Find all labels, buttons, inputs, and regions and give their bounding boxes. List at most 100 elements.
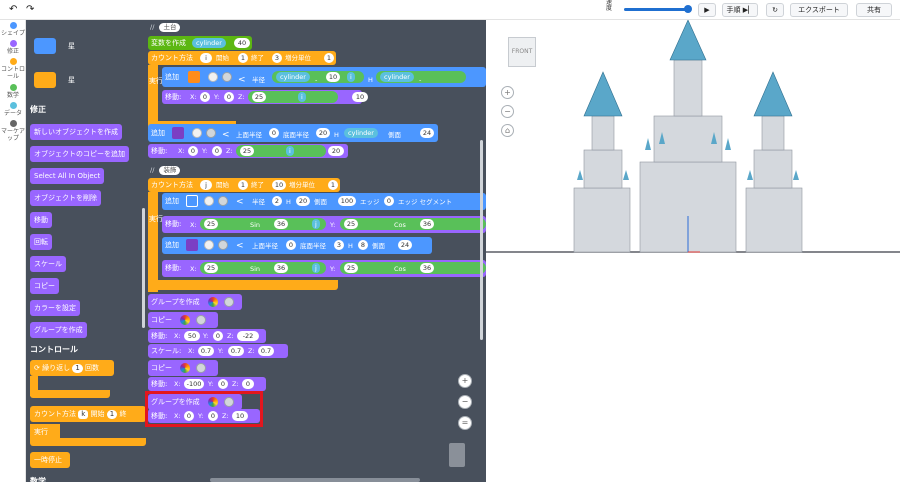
3d-viewport[interactable] xyxy=(486,19,900,482)
zoom-reset-icon[interactable]: = xyxy=(458,416,472,430)
redo-icon[interactable]: ↷ xyxy=(26,4,35,15)
tube-radius[interactable]: 2 xyxy=(272,196,282,206)
move3-x[interactable]: 25 xyxy=(204,219,218,229)
play-button[interactable]: ▶ xyxy=(698,3,716,17)
collapse-chevron-icon-2[interactable]: < xyxy=(222,130,230,140)
category-control[interactable]: コントロール xyxy=(0,58,26,80)
count-loop-2[interactable]: カウント方法 j 開始 1 終了 10 増分単位 1 xyxy=(148,178,340,192)
move-block-7[interactable]: 移動: X: 0 Y: 0 Z: 10 xyxy=(148,409,260,423)
color-picker-icon[interactable] xyxy=(192,128,202,138)
cone-bottom[interactable]: 20 xyxy=(316,128,330,138)
palette-block-add-copy[interactable]: オブジェクトのコピーを追加 xyxy=(30,146,129,162)
move7-z[interactable]: 10 xyxy=(232,411,248,421)
viewport-zoom-out-icon[interactable]: − xyxy=(501,105,514,118)
palette-block-create-group[interactable]: グループを作成 xyxy=(30,322,87,338)
move2-z[interactable]: 25 xyxy=(240,146,254,156)
palette-block-select-all[interactable]: Select All In Object xyxy=(30,168,105,184)
palette-block-new-object[interactable]: 新しいオブジェクトを作成 xyxy=(30,124,122,140)
move-block-3[interactable]: 移動: X: 25 Sin 36 j Y: 25 Cos 36 xyxy=(162,216,486,233)
move1-tail[interactable]: 10 xyxy=(352,92,368,102)
add-cylinder-block[interactable]: 追加 < 半径 cylinder - 10 i H cylinder - xyxy=(162,67,486,87)
create-group-block-2[interactable]: グループを作成 xyxy=(148,394,242,410)
material-disc-icon[interactable] xyxy=(222,72,232,82)
move2-z-expression[interactable] xyxy=(236,145,326,157)
move7-x[interactable]: 0 xyxy=(184,411,194,421)
palette-block-move[interactable]: 移動 xyxy=(30,212,52,228)
add-tube-block[interactable]: 追加 < 半径 2 H 20 側面 100 エッジ 0 エッジ セグメント xyxy=(162,193,486,210)
radius-i-var[interactable]: i xyxy=(347,72,355,82)
move7-y[interactable]: 0 xyxy=(208,411,218,421)
move4-x-expression[interactable] xyxy=(200,262,326,274)
move3-y-expression[interactable] xyxy=(340,218,486,230)
move-block-1[interactable]: 移動: X: 0 Y: 0 Z: 25 i 10 xyxy=(162,90,368,104)
loop1-start[interactable]: 1 xyxy=(238,53,248,63)
palette-block-repeat[interactable]: ⟳ 繰り返し 1 回数 xyxy=(30,360,114,376)
radius-minus-op[interactable]: - xyxy=(315,76,318,84)
scale-block[interactable]: スケール: X: 0.7 Y: 0.7 Z: 0.7 xyxy=(148,344,288,358)
category-math[interactable]: 数学 xyxy=(0,84,26,99)
loop2-start[interactable]: 1 xyxy=(238,180,248,190)
create-variable-block[interactable]: 変数を作成 cylinder 40 xyxy=(148,36,252,50)
tube-sides[interactable]: 100 xyxy=(338,196,356,206)
move3-cos-deg[interactable]: 36 xyxy=(420,219,434,229)
speed-slider[interactable] xyxy=(624,8,690,11)
repeat-count[interactable]: 1 xyxy=(72,364,83,373)
category-shapes[interactable]: シェイプ xyxy=(0,22,26,37)
viewport-zoom-in-icon[interactable]: + xyxy=(501,86,514,99)
share-button[interactable]: 共有 xyxy=(856,3,892,17)
move5-y[interactable]: 0 xyxy=(213,331,223,341)
cylinder-shape-icon[interactable] xyxy=(188,71,200,83)
create-group-block-1[interactable]: グループを作成 xyxy=(148,294,242,310)
move1-i-var[interactable]: i xyxy=(298,92,306,102)
move4-x[interactable]: 25 xyxy=(204,263,218,273)
scale-z[interactable]: 0.7 xyxy=(258,346,274,356)
move1-z[interactable]: 25 xyxy=(252,92,266,102)
loop2-var[interactable]: j xyxy=(200,180,212,190)
cone-top[interactable]: 0 xyxy=(269,128,279,138)
move2-x[interactable]: 0 xyxy=(188,146,198,156)
edge-value[interactable]: 0 xyxy=(384,196,394,206)
star-shape-block[interactable] xyxy=(34,38,56,54)
workspace-horizontal-scrollbar[interactable] xyxy=(210,478,420,482)
move4-j-var[interactable]: j xyxy=(312,263,320,273)
material-disc-icon-3[interactable] xyxy=(218,196,228,206)
move4-cos-deg[interactable]: 36 xyxy=(420,263,434,273)
loop2-step[interactable]: 1 xyxy=(328,180,338,190)
reset-button[interactable]: ↻ xyxy=(766,3,784,17)
cone-sides[interactable]: 24 xyxy=(420,128,434,138)
move5-z[interactable]: -22 xyxy=(237,331,259,341)
rainbow-color-icon-4[interactable] xyxy=(208,397,218,407)
move-block-6[interactable]: 移動: X: -100 Y: 0 Z: 0 xyxy=(148,377,266,391)
color-picker-icon-4[interactable] xyxy=(204,240,214,250)
step-button[interactable]: 手順 ▶▏ xyxy=(722,3,758,17)
zoom-in-icon[interactable]: + xyxy=(458,374,472,388)
collapse-chevron-icon[interactable]: < xyxy=(238,75,246,85)
view-cube[interactable]: FRONT xyxy=(508,37,536,67)
copy-block-2[interactable]: コピー xyxy=(148,360,218,376)
move-block-5[interactable]: 移動: X: 50 Y: 0 Z: -22 xyxy=(148,329,266,343)
create-var-value[interactable]: 40 xyxy=(234,38,250,48)
tube-h[interactable]: 20 xyxy=(296,196,310,206)
material-disc-icon-8[interactable] xyxy=(224,397,234,407)
color-picker-white-icon[interactable] xyxy=(208,72,218,82)
copy-block-1[interactable]: コピー xyxy=(148,312,218,328)
move3-y[interactable]: 25 xyxy=(344,219,358,229)
radius-cyl-var[interactable]: cylinder xyxy=(276,72,310,82)
count-loop-1[interactable]: カウント方法 i 開始 1 終了 3 増分単位 1 xyxy=(148,51,336,65)
rainbow-color-icon-3[interactable] xyxy=(180,363,190,373)
loop1-step[interactable]: 1 xyxy=(324,53,334,63)
add-cone-block[interactable]: 追加 < 上面半径 0 底面半径 20 H cylinder 側面 24 xyxy=(148,124,438,142)
palette-block-pause[interactable]: 一時停止 xyxy=(30,452,70,468)
collapse-chevron-icon-4[interactable]: < xyxy=(236,241,244,251)
export-button[interactable]: エクスポート xyxy=(790,3,848,17)
category-markup[interactable]: マーケアップ xyxy=(0,120,26,142)
palette-scrollbar[interactable] xyxy=(142,208,145,328)
move-block-4[interactable]: 移動: X: 25 Sin 36 j Y: 25 Cos 36 xyxy=(162,260,486,277)
tube-shape-icon[interactable] xyxy=(186,195,198,207)
move2-i-var[interactable]: i xyxy=(286,146,294,156)
cone2-sides[interactable]: 24 xyxy=(398,240,412,250)
scale-y[interactable]: 0.7 xyxy=(228,346,244,356)
move6-y[interactable]: 0 xyxy=(218,379,228,389)
palette-block-rotate[interactable]: 回転 xyxy=(30,234,52,250)
move-block-2[interactable]: 移動: X: 0 Y: 0 Z: 25 i 20 xyxy=(148,144,348,158)
